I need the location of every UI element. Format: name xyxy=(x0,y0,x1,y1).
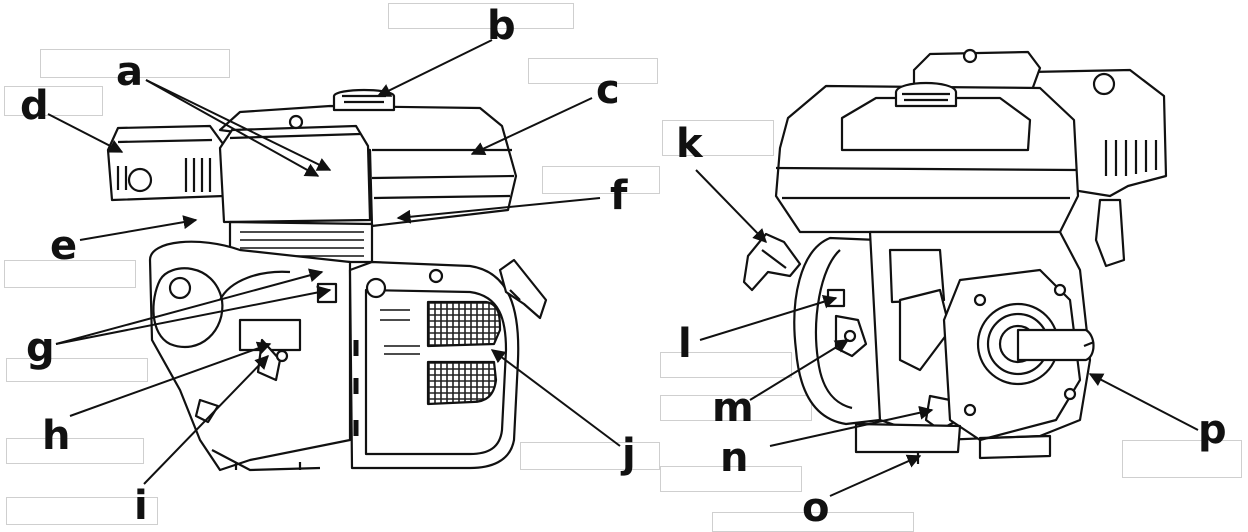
label-j: j xyxy=(622,431,636,477)
answer-box-e[interactable] xyxy=(4,260,136,288)
starter-handle-right xyxy=(742,232,802,292)
label-p: p xyxy=(1198,407,1227,453)
answer-box-d[interactable] xyxy=(4,86,103,116)
leader-n xyxy=(769,405,934,447)
answer-box-g[interactable] xyxy=(6,358,148,382)
leader-b xyxy=(376,39,493,97)
label-c: c xyxy=(596,67,620,113)
answer-box-k[interactable] xyxy=(662,120,774,156)
answer-box-a[interactable] xyxy=(40,49,230,78)
label-d: d xyxy=(20,83,49,129)
leader-a xyxy=(145,79,332,171)
leader-p xyxy=(1088,373,1199,431)
label-h: h xyxy=(42,413,71,459)
leader-k xyxy=(695,169,767,244)
label-a: a xyxy=(116,49,143,95)
answer-box-b[interactable] xyxy=(388,3,574,29)
label-k: k xyxy=(676,121,703,167)
answer-box-l[interactable] xyxy=(660,352,792,378)
recoil-starter-left xyxy=(348,260,520,470)
air-cleaner-left xyxy=(218,114,372,224)
starter-handle-left xyxy=(498,258,548,320)
label-n: n xyxy=(720,435,749,481)
leader-g xyxy=(55,268,324,345)
leader-a2 xyxy=(145,79,320,177)
leader-g2 xyxy=(55,285,332,345)
label-g: g xyxy=(26,325,55,371)
leader-c xyxy=(470,97,593,156)
answer-box-c[interactable] xyxy=(528,58,658,84)
leader-e xyxy=(79,215,198,241)
label-o: o xyxy=(802,485,830,531)
answer-box-n[interactable] xyxy=(660,466,802,492)
left-engine xyxy=(106,88,548,472)
leader-j xyxy=(490,349,621,447)
leader-lines xyxy=(47,39,1199,497)
muffler-left xyxy=(106,124,228,202)
answer-box-p[interactable] xyxy=(1122,440,1242,478)
side-cover-right xyxy=(942,268,1095,442)
answer-box-h[interactable] xyxy=(6,438,144,464)
label-f: f xyxy=(610,173,628,219)
label-l: l xyxy=(678,321,692,367)
label-i: i xyxy=(134,483,148,529)
answer-box-f[interactable] xyxy=(542,166,660,194)
leader-o xyxy=(829,454,922,497)
label-m: m xyxy=(712,385,754,431)
leader-d xyxy=(47,113,124,153)
fuel-tank-right xyxy=(774,82,1080,234)
base-right xyxy=(854,422,1052,464)
answer-box-i[interactable] xyxy=(6,497,158,525)
leader-m xyxy=(749,339,850,401)
answer-box-j[interactable] xyxy=(520,442,660,470)
label-b: b xyxy=(487,3,516,49)
leader-h xyxy=(69,341,272,417)
leader-i xyxy=(143,354,269,485)
leader-f xyxy=(396,197,601,224)
answer-box-m[interactable] xyxy=(660,395,812,421)
crankcase-left xyxy=(148,240,352,472)
label-e: e xyxy=(50,223,78,269)
leader-l xyxy=(699,295,838,341)
right-engine xyxy=(742,48,1168,464)
